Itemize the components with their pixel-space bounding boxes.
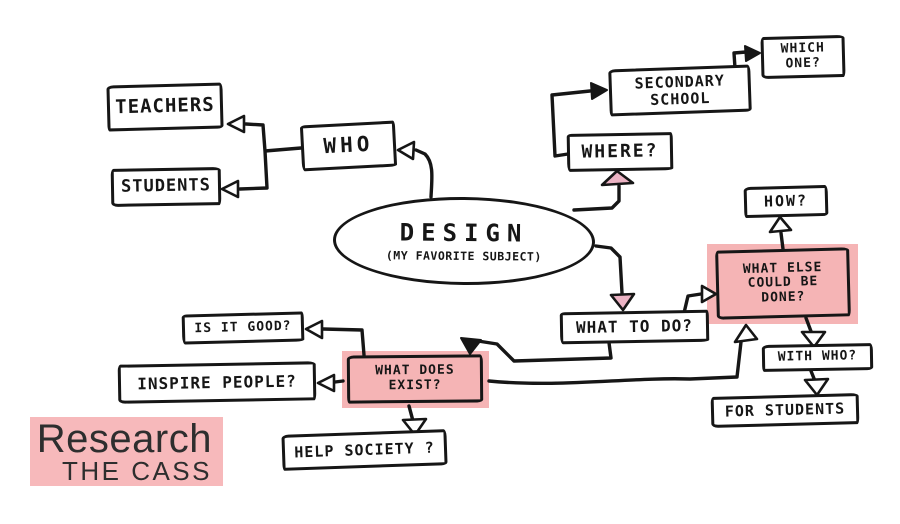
edge-what-does-exist-to-inspire-people [316,373,345,393]
node-teachers: TEACHERS [106,82,224,132]
highlight-what-does-exist [342,351,489,408]
node-what-does-exist: WHAT DOES EXIST? [346,354,484,404]
node-where-label: WHERE? [581,140,659,163]
central-topic-title: DESIGN [399,218,529,248]
node-what-does-exist-label: WHAT DOES EXIST? [375,363,455,394]
node-where: WHERE? [566,132,674,172]
edge-what-else-to-with-who [800,316,827,349]
node-with-who-label: WITH WHO? [777,348,858,365]
node-inspire-people: INSPIRE PEOPLE? [117,361,317,404]
logo-subtitle: THE CASS [61,455,212,486]
edge-design-to-where [572,169,635,212]
logo-title: Research [36,416,212,461]
edge-what-else-to-how [768,215,793,251]
node-who-label: WHO [322,131,375,159]
node-with-who: WITH WHO? [761,343,874,372]
central-topic-subtitle: (MY FAVORITE SUBJECT) [385,247,542,264]
node-secondary-school: SECONDARY SCHOOL [608,64,752,117]
edge-who-to-teachers-students [220,114,303,199]
node-what-else-label: WHAT ELSE COULD BE DONE? [742,259,823,306]
edge-secondary-school-to-which-one [732,45,761,70]
node-what-to-do-label: WHAT TO DO? [575,316,694,338]
node-what-to-do: WHAT TO DO? [559,309,710,345]
edge-what-does-exist-to-is-it-good [304,319,366,357]
node-for-students: FOR STUDENTS [710,393,860,428]
node-which-one: WHICH ONE? [760,34,846,80]
edge-what-to-do-to-what-else [682,284,718,315]
edge-what-does-exist-to-help-society [401,404,428,437]
highlight-what-else [707,244,858,324]
node-is-it-good: IS IT GOOD? [181,311,305,345]
node-help-society: HELP SOCIETY ? [281,429,448,471]
node-students-label: STUDENTS [120,175,212,198]
node-teachers-label: TEACHERS [114,94,216,119]
node-help-society-label: HELP SOCIETY ? [293,438,435,462]
edge-what-does-exist-to-what-else [487,323,759,386]
research-the-cass-logo: Research THE CASS [30,417,223,486]
node-secondary-school-label: SECONDARY SCHOOL [634,71,726,109]
edge-where-to-secondary-school [550,82,608,158]
node-how: HOW? [743,184,829,219]
node-what-else-could-be-done: WHAT ELSE COULD BE DONE? [715,247,851,320]
node-who: WHO [299,120,398,172]
node-students: STUDENTS [110,167,222,207]
node-is-it-good-label: IS IT GOOD? [194,318,292,336]
edge-design-to-what-to-do [594,244,636,312]
node-which-one-label: WHICH ONE? [780,40,826,72]
node-for-students-label: FOR STUDENTS [724,399,846,421]
node-how-label: HOW? [763,191,809,211]
edge-with-who-to-for-students [803,369,830,397]
edge-what-to-do-to-what-does-exist [460,333,613,363]
node-inspire-people-label: INSPIRE PEOPLE? [137,371,297,393]
edge-design-to-who [396,140,434,199]
